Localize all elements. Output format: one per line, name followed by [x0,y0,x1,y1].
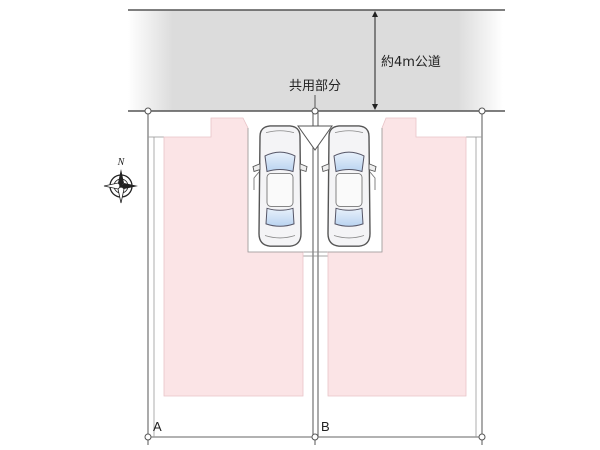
lot-b-building-area [328,118,466,396]
boundary-markers [144,107,486,441]
property-boundary [147,111,483,445]
car-icon [321,125,377,247]
north-arrow-icon: N [103,157,138,204]
lot-a-building-area [164,118,303,396]
shared-area: 共用部分 [289,79,341,151]
road: 約4m公道 [128,9,505,112]
parking-bays [247,128,383,253]
car-icon [252,125,308,247]
shared-area-pointer-icon [297,125,333,151]
lot-b-label: B [321,419,330,434]
road-label: 約4m公道 [381,55,441,70]
north-label: N [117,157,126,168]
shared-area-label: 共用部分 [289,79,341,94]
lot-a-label: A [153,419,162,434]
